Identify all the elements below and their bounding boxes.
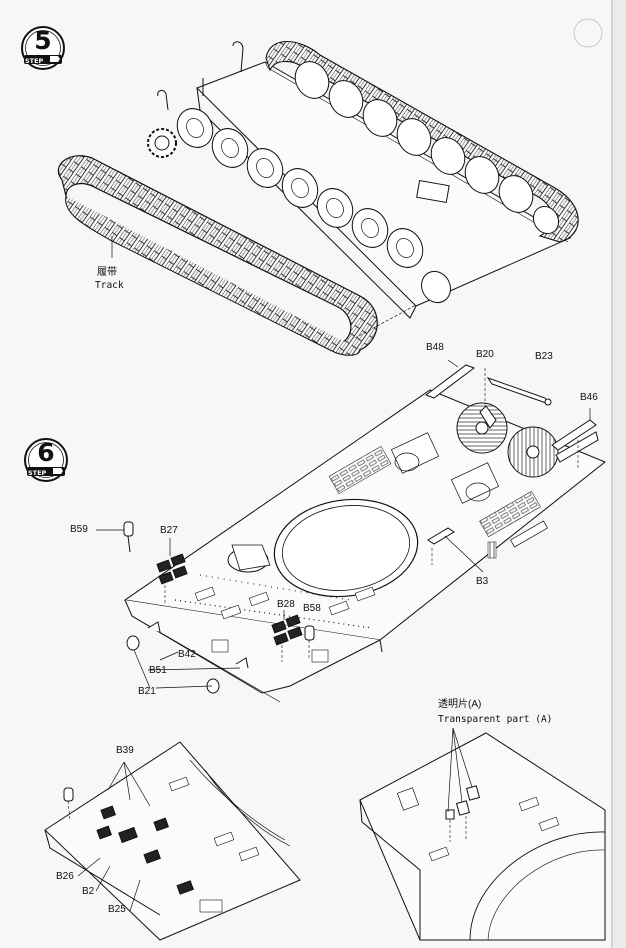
step5-word: STEP [25,57,44,65]
part-label-b2: B2 [82,886,95,897]
part-label-b3: B3 [476,576,489,587]
step6-badge: 6 STEP [23,437,69,483]
detail-left-drawing [44,741,301,941]
part-label-b20: B20 [476,349,494,360]
part-label-b48: B48 [426,342,444,353]
detail-right-drawing [359,727,606,941]
part-label-b26: B26 [56,871,74,882]
part-label-b21: B21 [138,686,156,697]
transparent-part-label-en: Transparent part (A) [438,714,553,725]
step5-badge-icon [21,26,65,70]
part-label-b25: B25 [108,904,126,915]
step6-drawing [96,359,606,703]
part-label-b51: B51 [149,665,167,676]
track-label-en: Track [95,280,124,291]
part-label-b42: B42 [178,649,196,660]
step6-word: STEP [28,469,47,477]
step5-badge: 5 STEP [20,25,66,71]
part-label-b28: B28 [277,599,295,610]
part-label-b39: B39 [116,745,134,756]
part-label-b59: B59 [70,524,88,535]
step5-number: 5 [34,26,52,55]
step5-drawing [57,41,579,356]
track-label-cn: 履带 [97,267,117,278]
step6-badge-icon [24,438,68,482]
transparent-part-label-cn: 透明片(A) [438,699,482,710]
step6-number: 6 [37,438,55,467]
part-label-b58: B58 [303,603,321,614]
part-label-b27: B27 [160,525,178,536]
part-label-b46: B46 [580,392,598,403]
part-label-b23: B23 [535,351,553,362]
